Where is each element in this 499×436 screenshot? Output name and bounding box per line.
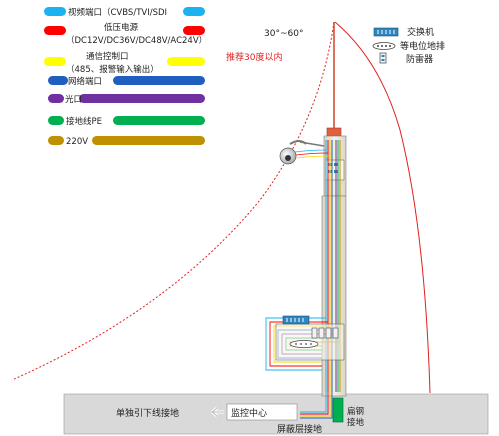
spd-legend-icon — [379, 52, 387, 64]
legend-network-label: 网络端口 — [68, 76, 102, 87]
cabinet-spd-icons — [311, 327, 339, 339]
legend-control-swatch-right — [167, 57, 205, 66]
flat-steel-ground-bar — [332, 397, 344, 423]
legend-ac-swatch — [48, 136, 64, 145]
legend-optical-swatch — [48, 94, 64, 103]
protection-zone-arc-right — [334, 21, 431, 394]
lower-cabinet — [275, 323, 345, 361]
shield-ground-label: 屏蔽层接地 — [277, 423, 322, 435]
legend-control-swatch — [44, 57, 66, 66]
legend-pe-label: 接地线PE — [66, 116, 102, 127]
legend-control-label: 通信控制口 — [86, 51, 129, 62]
cabinet-bonding-bar-icon — [289, 340, 319, 348]
device-legend: 交换机 等电位地排 防雷器 — [372, 26, 445, 65]
legend-power-swatch-right — [183, 26, 205, 35]
underground-cables — [300, 392, 333, 419]
legend-optical-bar — [79, 94, 205, 103]
flat-steel-label-2: 接地 — [347, 417, 365, 428]
legend-control-ports: （485、报警输入输出） — [66, 64, 159, 75]
pole-top-cap — [326, 127, 342, 137]
legend-ac-label: 220V — [66, 137, 88, 147]
legend: 视频端口（CVBS/TVI/SDI 低压电源 （DC12V/DC36V/DC48… — [44, 7, 207, 147]
cabinet-switch-icon — [282, 315, 310, 325]
legend-power-label: 低压电源 — [104, 22, 139, 33]
legend-video-swatch-right — [183, 7, 205, 16]
switch-legend-label: 交换机 — [407, 26, 434, 38]
bonding-bar-legend-icon — [372, 42, 396, 50]
monitor-center-box — [226, 403, 298, 421]
angle-label: 30°~60° — [264, 29, 303, 39]
legend-power-voltages: （DC12V/DC36V/DC48V/AC24V） — [66, 35, 207, 46]
legend-video-swatch — [44, 7, 66, 16]
separate-ground-label: 单独引下线接地 — [116, 407, 179, 419]
spd-legend-label: 防雷器 — [406, 53, 433, 65]
recommend-label: 推荐30度以内 — [226, 51, 282, 63]
legend-ac-bar — [92, 136, 205, 145]
legend-network-swatch — [48, 76, 68, 85]
legend-video-label: 视频端口（CVBS/TVI/SDI — [68, 7, 167, 18]
monitor-center-label: 监控中心 — [231, 407, 267, 419]
legend-pe-swatch — [48, 116, 64, 125]
legend-power-swatch — [44, 26, 66, 35]
dome-camera — [279, 140, 331, 165]
bonding-bar-legend-label: 等电位地排 — [400, 40, 445, 52]
legend-network-bar — [113, 76, 205, 85]
switch-legend-icon — [373, 27, 399, 37]
flat-steel-label: 扁钢 — [347, 406, 364, 417]
legend-optical-label: 光口 — [65, 94, 82, 105]
legend-pe-bar — [113, 116, 205, 125]
protection-zone-arc-left — [11, 21, 335, 381]
